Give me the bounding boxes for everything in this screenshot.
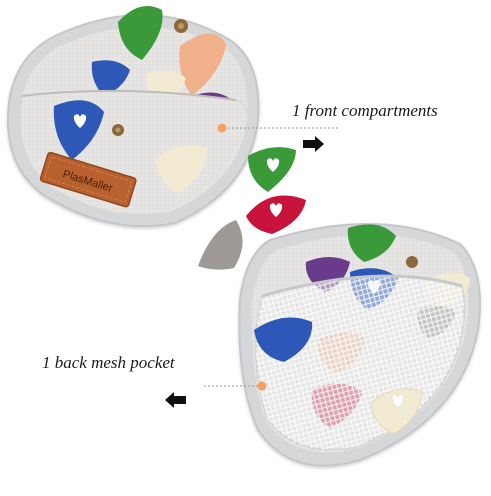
- front-compartments-caption: 1 front compartments: [292, 101, 438, 120]
- arrow-right-icon: [303, 136, 324, 152]
- front-pouch: PlasMaller: [6, 6, 260, 228]
- front-marker-dot: [217, 123, 227, 133]
- brand-tag: PlasMaller: [39, 151, 137, 208]
- blue-pick-mesh: [254, 317, 313, 362]
- back-pouch: [238, 222, 481, 467]
- arrow-left-icon: [165, 392, 186, 408]
- green-pick: [118, 6, 163, 60]
- back-marker-dot: [257, 381, 267, 391]
- gray-pick: [198, 220, 243, 270]
- back-mesh-pocket-caption: 1 back mesh pocket: [42, 353, 175, 372]
- cream-heart-pick: [371, 388, 423, 435]
- blue-heart-pick: [53, 100, 104, 160]
- peach-pick: [179, 33, 226, 96]
- cream-pick: [156, 144, 207, 194]
- loose-picks: [198, 147, 306, 270]
- blue-pick-top: [91, 60, 130, 96]
